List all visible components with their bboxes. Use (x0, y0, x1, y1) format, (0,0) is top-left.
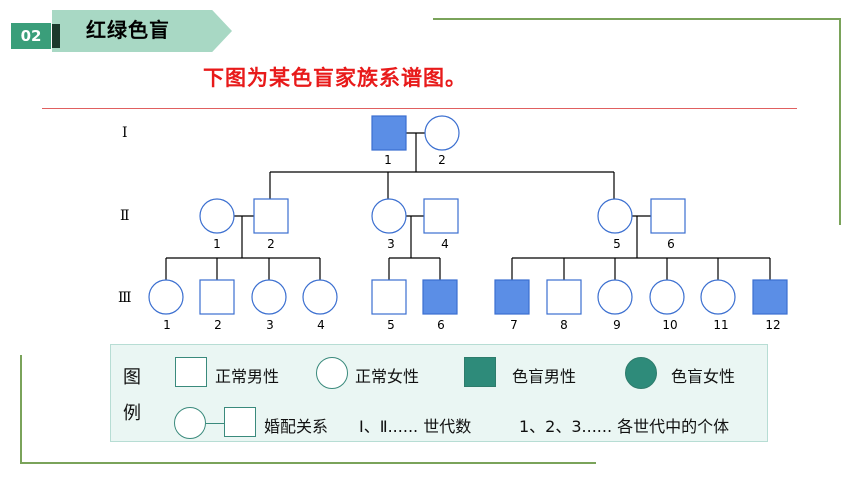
frame-line-right (839, 18, 841, 225)
individual-III-1-female-symbol (148, 279, 184, 315)
legend-individual-numbers: 1、2、3...... 各世代中的个体 (519, 417, 730, 436)
marriage-line (206, 423, 224, 424)
pedigree-individuals (148, 115, 788, 315)
individual-I-2-female-symbol (424, 115, 460, 151)
individual-III-4-female-symbol (302, 279, 338, 315)
individual-III-10-female-symbol (649, 279, 685, 315)
individual-number-III-5: 5 (387, 318, 395, 332)
individual-number-III-6: 6 (437, 318, 445, 332)
individual-number-III-9: 9 (613, 318, 621, 332)
legend-generation-numbers: Ⅰ、Ⅱ...... 世代数 (359, 417, 472, 436)
individual-number-III-12: 12 (765, 318, 780, 332)
frame-line-bottom (20, 462, 596, 464)
section-number-badge: 02 (10, 22, 52, 50)
individual-number-III-11: 11 (713, 318, 728, 332)
individual-III-9-female-symbol (597, 279, 633, 315)
individual-number-II-5: 5 (613, 237, 621, 251)
individual-number-II-6: 6 (667, 237, 675, 251)
individual-number-III-4: 4 (317, 318, 325, 332)
individual-number-III-7: 7 (510, 318, 518, 332)
individual-number-III-3: 3 (266, 318, 274, 332)
individual-III-11-female-symbol (700, 279, 736, 315)
individual-number-III-10: 10 (662, 318, 677, 332)
legend-heading-1: 图 (123, 367, 141, 388)
marriage-male-symbol (224, 407, 256, 437)
diagram-subtitle: 下图为某色盲家族系谱图。 (203, 66, 467, 90)
pedigree-lines (165, 132, 771, 282)
normal-male-symbol (175, 357, 207, 387)
individual-III-12-male-symbol (752, 279, 788, 315)
section-title-ribbon (52, 10, 232, 52)
individual-III-5-male-symbol (371, 279, 407, 315)
individual-I-1-male-symbol (371, 115, 407, 151)
legend-box: 图 例 正常男性 正常女性 色盲男性 色盲女性 婚配关系 Ⅰ、Ⅱ...... 世… (110, 344, 768, 442)
normal-female-symbol (316, 357, 348, 389)
affected-female-symbol (625, 357, 657, 389)
individual-number-II-4: 4 (441, 237, 449, 251)
individual-III-8-male-symbol (546, 279, 582, 315)
individual-II-4-male-symbol (423, 198, 459, 234)
affected-male-symbol (464, 357, 496, 387)
legend-normal-female: 正常女性 (355, 367, 420, 386)
frame-line-left (20, 355, 22, 462)
individual-III-6-male-symbol (422, 279, 458, 315)
legend-normal-male: 正常男性 (215, 367, 280, 386)
individual-II-2-male-symbol (253, 198, 289, 234)
individual-number-III-8: 8 (560, 318, 568, 332)
individual-number-II-2: 2 (267, 237, 275, 251)
individual-III-7-male-symbol (494, 279, 530, 315)
legend-heading-2: 例 (123, 403, 141, 424)
individual-II-3-female-symbol (371, 198, 407, 234)
individual-number-II-3: 3 (387, 237, 395, 251)
section-title: 红绿色盲 (86, 18, 170, 42)
individual-III-3-female-symbol (251, 279, 287, 315)
generation-label-2: Ⅱ (120, 208, 130, 224)
individual-II-1-female-symbol (199, 198, 235, 234)
marriage-female-symbol (174, 407, 206, 439)
legend-affected-male: 色盲男性 (512, 367, 577, 386)
frame-line-top (433, 18, 841, 20)
individual-number-I-2: 2 (438, 153, 446, 167)
individual-number-III-2: 2 (214, 318, 222, 332)
divider-line (42, 108, 797, 109)
individual-number-II-1: 1 (213, 237, 221, 251)
generation-label-3: Ⅲ (118, 290, 132, 306)
individual-number-III-1: 1 (163, 318, 171, 332)
individual-II-5-female-symbol (597, 198, 633, 234)
individual-III-2-male-symbol (199, 279, 235, 315)
individual-number-I-1: 1 (384, 153, 392, 167)
legend-affected-female: 色盲女性 (671, 367, 736, 386)
generation-label-1: Ⅰ (122, 125, 128, 141)
legend-marriage: 婚配关系 (264, 417, 329, 436)
individual-II-6-male-symbol (650, 198, 686, 234)
